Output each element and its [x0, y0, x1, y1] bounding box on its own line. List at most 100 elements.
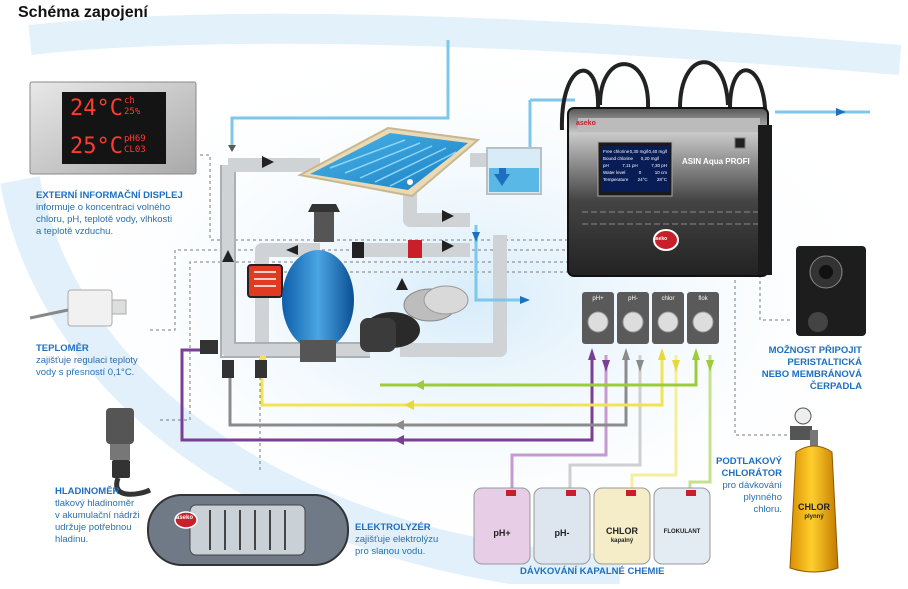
water-line	[474, 225, 520, 302]
caption-electrolyzer-title: ELEKTROLYZÉR	[355, 522, 431, 533]
caption-thermometer-title: TEPLOMĚR	[36, 343, 89, 354]
page-title: Schéma zapojení	[18, 4, 148, 21]
caption-pumps-line: MOŽNOST PŘIPOJIT	[768, 345, 862, 356]
sensor-probe	[255, 360, 267, 378]
screen-cell: 28°C	[656, 177, 667, 182]
arrow-icon	[836, 108, 846, 116]
caption-pumps-line: NEBO MEMBRÁNOVÁ	[761, 369, 862, 380]
arrow-icon	[520, 296, 530, 304]
caption-level-title: HLADINOMĚR	[55, 486, 120, 497]
gas-bottle-label: CHLOR	[798, 502, 830, 512]
external-display	[29, 81, 197, 175]
caption-level-line: udržuje potřebnou	[55, 522, 132, 533]
caption-chlorator-line: PODTLAKOVÝ	[716, 456, 782, 467]
caption-level-sensor: HLADINOMĚR tlakový hladinoměr v akumulač…	[55, 486, 175, 546]
bottle-label-flokulant: FLOKULANT	[663, 529, 701, 535]
caption-thermometer: TEPLOMĚR zajišťuje regulaci teploty vody…	[36, 343, 196, 379]
accumulation-tank	[486, 147, 542, 195]
caption-level-line: hladinu.	[55, 534, 89, 545]
screen-cell: Temperature	[603, 177, 629, 182]
chemical-bottles	[473, 487, 711, 565]
caption-electrolyzer-line: pro slanou vodu.	[355, 546, 426, 557]
arrow-icon	[472, 232, 480, 242]
caption-display-line: chloru, pH, teplotě vody, vlhkosti	[36, 214, 173, 225]
screen-cell: 0	[638, 170, 642, 175]
screen-cell: 0,40 mg/l	[648, 149, 667, 154]
display-row2-small-a: pH69	[124, 134, 146, 144]
arrow-icon	[404, 400, 414, 410]
gas-chlorine-bottle	[789, 407, 839, 573]
dosing-lines	[180, 348, 712, 490]
pump-flow-arrows	[588, 348, 714, 372]
arrow-icon	[394, 435, 404, 445]
bottle-label-ph-minus: pH-	[554, 528, 570, 538]
display-row1-temp: 24°C	[70, 96, 123, 121]
valve	[352, 242, 364, 258]
peristaltic-pumps	[582, 292, 719, 344]
heater-unit	[247, 264, 283, 298]
caption-thermometer-line: zajišťuje regulaci teploty	[36, 355, 138, 366]
caption-display-line: informuje o koncentraci volného	[36, 202, 171, 213]
caption-electrolyzer-line: zajišťuje elektrolýzu	[355, 534, 439, 545]
sensor-probe	[260, 355, 266, 360]
caption-chlorator-desc: pro dávkování	[722, 480, 782, 491]
screen-cell: pH	[603, 163, 609, 168]
caption-level-line: tlakový hladinoměr	[55, 498, 135, 509]
arrow-icon	[394, 420, 404, 430]
gas-bottle-sublabel: plynný	[804, 514, 824, 520]
display-row2-temp: 25°C	[70, 134, 123, 159]
electrolyzer-brand: aseko	[176, 515, 194, 521]
caption-display-line: a teplotě vzduchu.	[36, 226, 114, 237]
caption-chlorator: PODTLAKOVÝ CHLORÁTOR pro dávkování plynn…	[680, 456, 782, 516]
caption-chlorator-desc: plynného	[743, 492, 782, 503]
arrow-icon	[228, 145, 236, 152]
pump-label: flok	[698, 296, 708, 302]
background-swoosh	[28, 13, 902, 75]
caption-display: EXTERNÍ INFORMAČNÍ DISPLEJ informuje o k…	[36, 190, 206, 238]
screen-row: Temperature 24°C 28°C	[603, 176, 667, 183]
pump-label: pH+	[592, 296, 604, 302]
heater-grill	[254, 271, 276, 287]
caption-chemistry: DÁVKOVÁNÍ KAPALNÉ CHEMIE	[520, 566, 680, 578]
sand-filter	[282, 204, 354, 362]
caption-pumps: MOŽNOST PŘIPOJIT PERISTALTICKÁ NEBO MEMB…	[750, 345, 862, 393]
screen-cell: 7,30 pH	[651, 163, 667, 168]
controller-badge: aseko	[653, 236, 668, 242]
membrane-pump-device	[796, 246, 866, 336]
sensor-probe	[222, 360, 234, 378]
bottle-label-ph-plus: pH+	[493, 528, 511, 538]
screen-cell: 24°C	[637, 177, 648, 182]
caption-chlorator-desc: chloru.	[753, 504, 782, 515]
caption-display-title: EXTERNÍ INFORMAČNÍ DISPLEJ	[36, 190, 183, 201]
thermometer-device	[29, 289, 127, 327]
caption-level-line: v akumulační nádrži	[55, 510, 140, 521]
electrolyzer-device	[147, 494, 349, 566]
screen-cell: Free chlorine	[603, 149, 630, 154]
display-row1-small-a: ch	[124, 96, 135, 106]
valve	[408, 240, 422, 258]
screen-cell: 0,20 mg/l	[640, 156, 660, 161]
arrow-icon	[414, 380, 424, 390]
caption-thermometer-line: vody s přesností 0,1°C.	[36, 367, 135, 378]
screen-cell: Bound chlorine	[603, 156, 634, 161]
controller-unit	[567, 107, 772, 277]
controller-model: ASIN Aqua PROFI	[682, 157, 750, 166]
caption-chemistry-title: DÁVKOVÁNÍ KAPALNÉ CHEMIE	[520, 566, 665, 577]
caption-chlorator-line: CHLORÁTOR	[721, 468, 782, 479]
level-sensor-device	[106, 408, 152, 497]
screen-cell: 0,30 mg/l	[629, 149, 649, 154]
pool	[297, 126, 481, 198]
circulation-pump	[360, 285, 469, 352]
pipe-arrows	[222, 156, 454, 290]
display-row1-small-b: 25%	[124, 107, 141, 117]
bottle-label-chlor: CHLOR	[606, 526, 638, 536]
pump-label: pH-	[628, 296, 638, 302]
caption-pumps-line: ČERPADLA	[809, 381, 862, 392]
bottle-sublabel-chlor: kapalný	[610, 538, 634, 544]
